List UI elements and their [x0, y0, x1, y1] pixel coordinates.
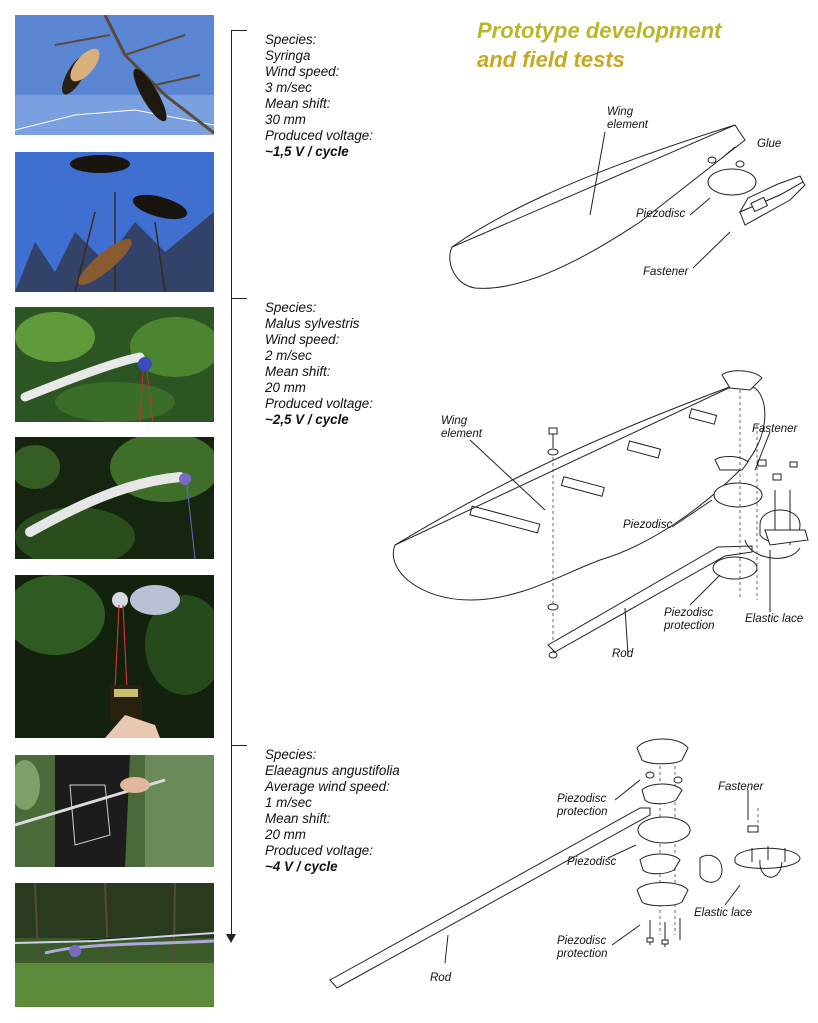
d2-label-rod: Rod: [612, 648, 634, 660]
timeline-tick-2: [231, 298, 247, 299]
photo-malus-3: [15, 575, 214, 738]
diagram2-wing-element: [392, 384, 766, 601]
species-value: Elaeagnus angustifolia: [265, 763, 400, 778]
species-label: Species:: [265, 32, 317, 47]
wind-value: 2 m/sec: [265, 348, 312, 363]
timeline-line: [231, 30, 232, 936]
voltage-label: Produced voltage:: [265, 396, 373, 411]
diagram3-elastic-lace: [699, 854, 783, 883]
page-title: Prototype development and field tests: [477, 16, 721, 74]
wind-value: 1 m/sec: [265, 795, 312, 810]
d3-label-piezodisc-protection-bottom: Piezodisc protection: [557, 935, 608, 960]
wind-label: Wind speed:: [265, 332, 340, 347]
diagram3-bottom-protection: [636, 882, 689, 947]
d2-label-wing-element: Wing element: [441, 415, 482, 440]
timeline-tick-1: [231, 30, 247, 31]
d1-label-piezodisc: Piezodisc: [636, 208, 686, 220]
voltage-value: ~4 V / cycle: [265, 859, 338, 874]
d2-label-fastener: Fastener: [752, 423, 798, 435]
voltage-value: ~2,5 V / cycle: [265, 412, 349, 427]
d1-label-glue: Glue: [757, 138, 782, 150]
voltage-label: Produced voltage:: [265, 128, 373, 143]
diagram2-elastic-lace: [744, 490, 809, 559]
diagram3-top-protection: [636, 738, 689, 805]
diagram3-piezodisc: [637, 816, 691, 875]
d1-label-fastener: Fastener: [643, 266, 689, 278]
d3-label-piezodisc: Piezodisc: [567, 856, 617, 868]
d1-label-wing-element: Wing element: [607, 106, 648, 131]
d2-label-elastic-lace: Elastic lace: [745, 613, 804, 625]
shift-label: Mean shift:: [265, 364, 331, 379]
d3-label-fastener: Fastener: [718, 781, 764, 793]
shift-label: Mean shift:: [265, 811, 331, 826]
diagram2-piezodisc: [712, 456, 763, 580]
species-value: Malus sylvestris: [265, 316, 360, 331]
diagram1-wing-element: [449, 124, 746, 289]
photo-malus-2: [15, 437, 214, 559]
diagram2-rod: [547, 545, 753, 653]
diagram1-piezodisc: [707, 168, 757, 196]
d3-label-piezodisc-protection-top: Piezodisc protection: [557, 793, 608, 818]
species-label: Species:: [265, 747, 317, 762]
shift-value: 20 mm: [265, 827, 306, 842]
wind-label: Wind speed:: [265, 64, 340, 79]
title-line-1: Prototype development: [477, 18, 722, 43]
d2-label-piezodisc: Piezodisc: [623, 519, 673, 531]
shift-value: 30 mm: [265, 112, 306, 127]
photo-syringa-2: [15, 152, 214, 292]
photo-elaeagnus-2: [15, 883, 214, 1007]
timeline-arrowhead: [226, 934, 236, 943]
diagram2-fastener: [721, 370, 798, 481]
voltage-value: ~1,5 V / cycle: [265, 144, 349, 159]
wind-label: Average wind speed:: [265, 779, 390, 794]
d3-label-elastic-lace: Elastic lace: [694, 907, 753, 919]
species-label: Species:: [265, 300, 317, 315]
d2-label-piezodisc-protection: Piezodisc protection: [664, 607, 715, 632]
photo-malus-1: [15, 307, 214, 422]
diagram1-fastener: [738, 175, 806, 226]
shift-label: Mean shift:: [265, 96, 331, 111]
diagram2-screws-left: [547, 427, 559, 659]
timeline-tick-3: [231, 745, 247, 746]
diagram3-rod: [329, 807, 651, 989]
spec-block-syringa: Species: Syringa Wind speed: 3 m/sec Mea…: [265, 32, 373, 160]
shift-value: 20 mm: [265, 380, 306, 395]
voltage-label: Produced voltage:: [265, 843, 373, 858]
spec-block-malus: Species: Malus sylvestris Wind speed: 2 …: [265, 300, 373, 428]
diagram1-glue: [707, 156, 745, 168]
d3-label-rod: Rod: [430, 972, 452, 984]
spec-block-elaeagnus: Species: Elaeagnus angustifolia Average …: [265, 747, 400, 875]
photo-elaeagnus-1: [15, 755, 214, 867]
photo-syringa-1: [15, 15, 214, 135]
wind-value: 3 m/sec: [265, 80, 312, 95]
species-value: Syringa: [265, 48, 311, 63]
diagram3-fastener: [734, 808, 801, 869]
title-line-2: and field tests: [477, 47, 625, 72]
